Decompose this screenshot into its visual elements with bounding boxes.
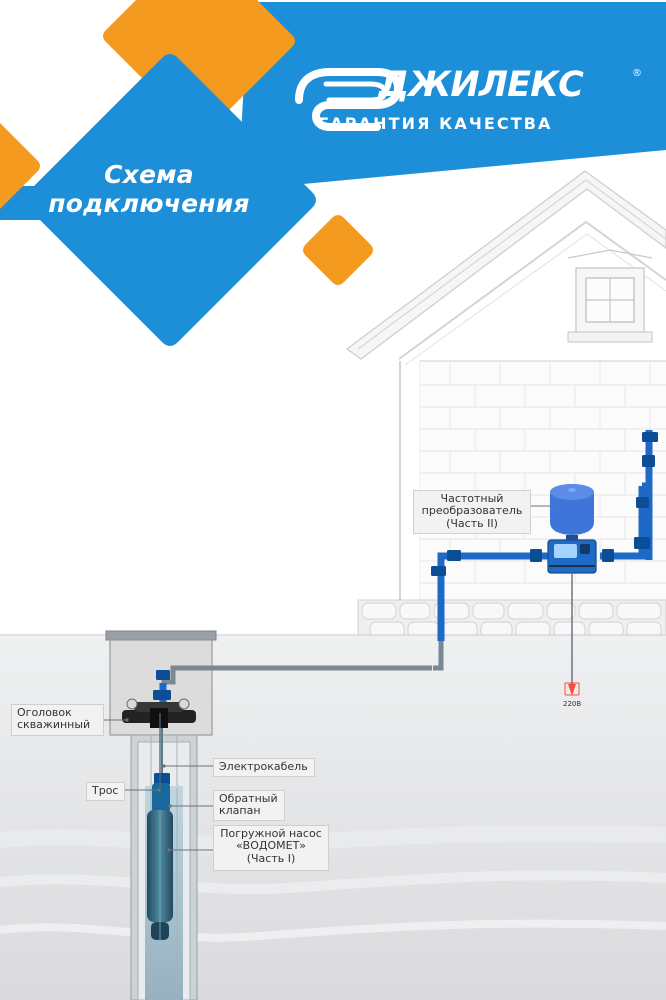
rope-label-text: Трос [92,784,119,797]
rope-label: Трос [86,782,125,801]
page-title-line-2: подключения [48,189,250,218]
submersible-pump-label-line-1: Погружной насос [220,827,322,840]
electric-cable-label: Электрокабель [213,758,315,777]
pressure-tank [550,484,594,540]
brand-tagline: ГАРАНТИЯ КАЧЕСТВА [318,114,553,133]
house [345,170,666,604]
voltage-label: 220В [563,700,582,708]
submersible-pump-label-line-2: «ВОДОМЕТ» [235,839,307,853]
check-valve-label-line-2: клапан [219,804,261,818]
page-title: Схема подключения [34,160,264,218]
frequency-converter-label-line-1: Частотный [440,492,504,505]
frequency-converter [547,539,597,687]
ground [0,634,666,1000]
wellhead-label: Оголовок скважинный [11,704,104,736]
decorative-diamonds [0,0,373,346]
wellhead [122,698,196,728]
power-source [564,682,580,696]
well [105,630,217,1000]
callout-lines [104,505,555,852]
frequency-converter-label: Частотный преобразователь (Часть II) [413,490,531,534]
page-title-line-1: Схема [104,160,194,189]
brand-name: ДЖИЛЕКС [378,65,584,105]
wellhead-label-line-2: скважинный [17,718,91,732]
submersible-pump [147,713,173,940]
brand-logo: ДЖИЛЕКС ® ГАРАНТИЯ КАЧЕСТВА [296,65,642,138]
registered-mark: ® [632,68,642,79]
frequency-converter-label-line-2: преобразователь [421,504,523,518]
submersible-pump-label-line-3: (Часть I) [246,851,296,865]
wellhead-label-line-1: Оголовок [17,706,72,719]
submersible-pump-label: Погружной насос «ВОДОМЕТ» (Часть I) [213,825,329,871]
frequency-converter-label-line-3: (Часть II) [446,516,498,530]
electric-cable-label-text: Электрокабель [219,760,308,773]
check-valve-label: Обратный клапан [213,790,285,821]
brand-logo-symbol [295,68,402,131]
check-valve-label-line-1: Обратный [219,792,278,805]
